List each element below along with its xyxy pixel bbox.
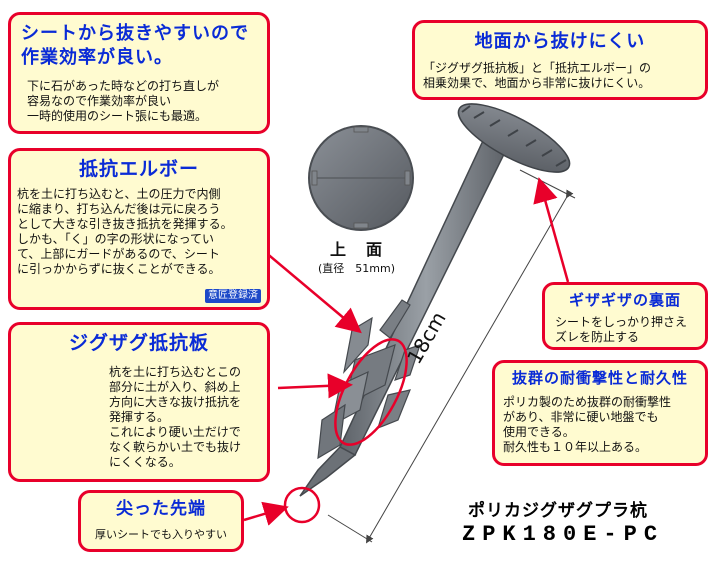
impact-durability-box: 抜群の耐衝撃性と耐久性 ポリカ製のため抜群の耐衝撃性 があり、非常に硬い地盤でも… bbox=[492, 360, 708, 466]
top-view-disc bbox=[308, 125, 414, 231]
length-dimension-line bbox=[365, 189, 574, 544]
elbow-callout-arrow bbox=[257, 245, 362, 334]
jagged-back-body: シートをしっかり押さえ ズレを防止する bbox=[555, 315, 688, 344]
zigzag-plate-body: 杭を土に打ち込むとこの 部分に土が入り、斜め上 方向に大きな抜け抵抗を 発揮する… bbox=[109, 365, 242, 469]
jagged-back-title: ギザギザの裏面 bbox=[568, 291, 681, 309]
top-view-diameter: (直径 51mm) bbox=[318, 262, 396, 275]
ground-resistance-box: 地面から抜けにくい 「ジグザグ抵抗板」と「抵抗エルボー」の 相乗効果で、地面から… bbox=[412, 20, 708, 100]
ground-resistance-title: 地面から抜けにくい bbox=[474, 31, 646, 52]
ground-resistance-body: 「ジグザグ抵抗板」と「抵抗エルボー」の 相乗効果で、地面から非常に抜けにくい。 bbox=[423, 61, 652, 90]
tip-callout-arrow bbox=[243, 501, 289, 526]
pointed-tip-body: 厚いシートでも入りやすい bbox=[95, 528, 227, 541]
design-registered-badge: 意匠登録済 bbox=[205, 289, 261, 303]
zigzag-plate-box: ジグザグ抵抗板 杭を土に打ち込むとこの 部分に土が入り、斜め上 方向に大きな抜け… bbox=[8, 322, 270, 482]
zigzag-callout-arrow bbox=[277, 373, 353, 399]
sheet-removal-box: シートから抜きやすいので 作業効率が良い。 下に石があった時などの打ち直しが 容… bbox=[8, 12, 270, 134]
pointed-tip-box: 尖った先端 厚いシートでも入りやすい bbox=[78, 490, 244, 552]
pointed-tip-title: 尖った先端 bbox=[116, 499, 206, 519]
product-code: ZPK180E-PC bbox=[462, 522, 665, 547]
resist-elbow-title: 抵抗エルボー bbox=[78, 158, 199, 180]
resist-elbow-body: 杭を土に打ち込むと、土の圧力で内側 に縮まり、打ち込んだ後は元に戻ろう として大… bbox=[17, 187, 233, 276]
resist-elbow-box: 抵抗エルボー 杭を土に打ち込むと、土の圧力で内側 に縮まり、打ち込んだ後は元に戻… bbox=[8, 148, 270, 310]
impact-durability-title: 抜群の耐衝撃性と耐久性 bbox=[511, 369, 688, 387]
top-view-label: 上 面 bbox=[330, 240, 385, 259]
product-name: ポリカジグザグプラ杭 bbox=[468, 501, 648, 521]
zigzag-plate-title: ジグザグ抵抗板 bbox=[68, 332, 209, 354]
jagged-back-box: ギザギザの裏面 シートをしっかり押さえ ズレを防止する bbox=[542, 282, 708, 350]
sheet-removal-title-line1: シートから抜きやすいので bbox=[21, 23, 249, 44]
sheet-removal-body: 下に石があった時などの打ち直しが 容易なので作業効率が良い 一時的使用のシート張… bbox=[27, 79, 220, 123]
back-callout-arrow bbox=[533, 177, 570, 283]
impact-durability-body: ポリカ製のため抜群の耐衝撃性 があり、非常に硬い地盤でも 使用できる。 耐久性も… bbox=[503, 395, 672, 454]
sheet-removal-title-line2: 作業効率が良い。 bbox=[21, 47, 173, 68]
